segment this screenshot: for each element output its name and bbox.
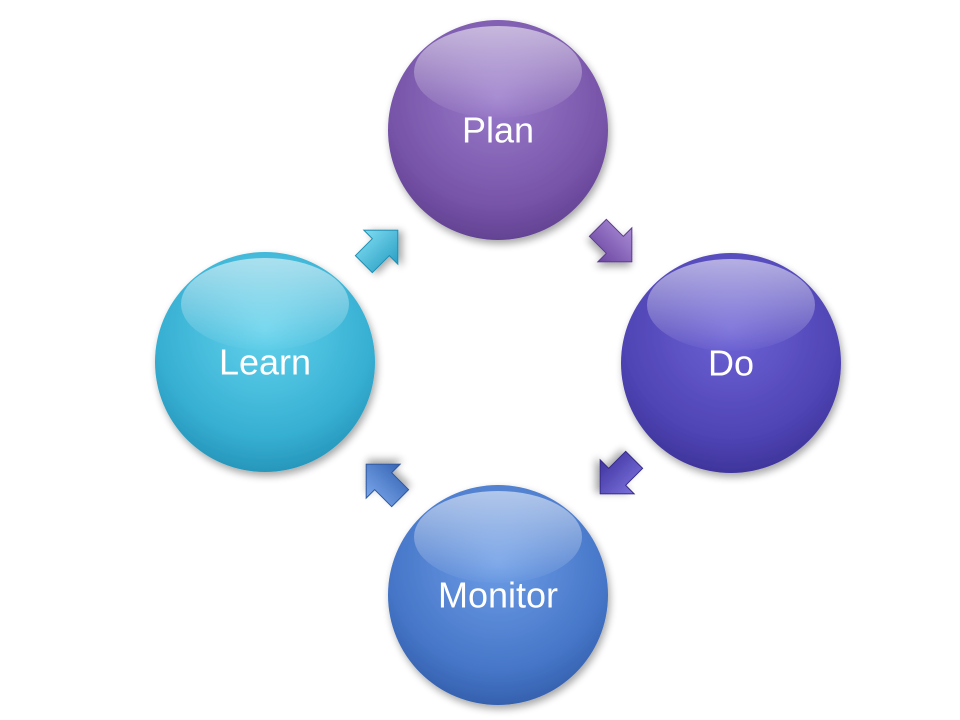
node-do-gloss bbox=[647, 259, 815, 351]
node-do: Do bbox=[621, 253, 841, 473]
arrow-do-to-monitor bbox=[599, 450, 644, 495]
node-plan-gloss bbox=[414, 26, 582, 118]
node-plan: Plan bbox=[388, 20, 608, 240]
node-plan-label: Plan bbox=[462, 110, 534, 151]
node-monitor-label: Monitor bbox=[438, 575, 558, 616]
node-learn: Learn bbox=[155, 252, 375, 472]
node-learn-gloss bbox=[181, 258, 349, 350]
node-monitor-gloss bbox=[414, 491, 582, 583]
node-learn-label: Learn bbox=[219, 342, 311, 383]
arrow-monitor-to-learn bbox=[365, 463, 410, 508]
arrow-plan-to-do bbox=[588, 218, 633, 263]
node-monitor: Monitor bbox=[388, 485, 608, 705]
node-do-label: Do bbox=[708, 343, 754, 384]
arrow-learn-to-plan bbox=[354, 229, 399, 274]
